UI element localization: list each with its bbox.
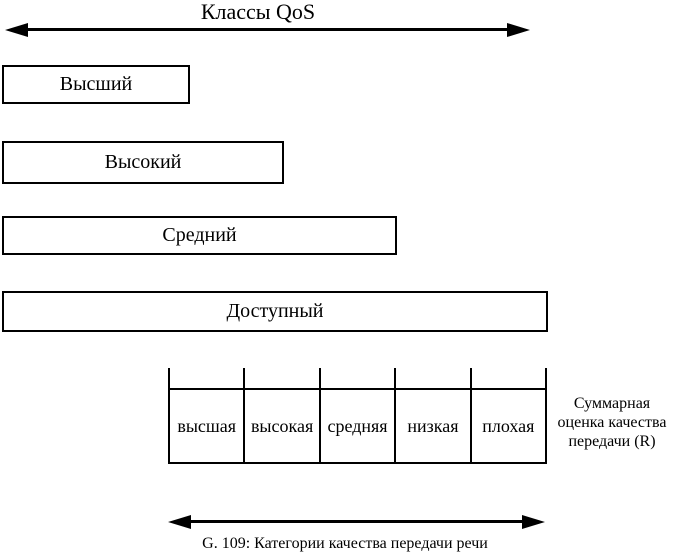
scale-tick: [168, 368, 170, 390]
qos-class-bar-highest: Высший: [2, 65, 190, 104]
quality-scale-cell: низкая: [394, 390, 469, 462]
qos-class-label: Высокий: [104, 151, 182, 173]
quality-scale-cell-label: высшая: [177, 415, 237, 436]
scale-tick: [545, 368, 547, 390]
scale-tick: [319, 368, 321, 390]
quality-scale-range-arrow: [168, 514, 545, 530]
quality-scale-cell: высшая: [170, 390, 243, 462]
quality-scale-cell-label: средняя: [327, 415, 388, 436]
qos-class-bar-medium: Средний: [2, 216, 397, 255]
qos-class-label: Высший: [59, 73, 133, 95]
quality-scale-cell-label: низкая: [407, 415, 459, 436]
quality-scale-cell: высокая: [243, 390, 318, 462]
scale-side-label-line: Суммарная: [573, 395, 651, 412]
right-arrowhead-icon: [522, 515, 545, 529]
scale-side-label: Суммарная оценка качества передачи (R): [550, 394, 674, 451]
arrow-line: [177, 520, 536, 523]
scale-tick: [470, 368, 472, 390]
right-arrowhead-icon: [507, 23, 530, 37]
quality-scale-cell: плохая: [469, 390, 545, 462]
arrow-line: [14, 28, 521, 31]
figure-caption: G. 109: Категории качества передачи речи: [202, 535, 488, 552]
scale-side-label-line: передачи (R): [568, 433, 656, 450]
qos-class-bar-high: Высокий: [2, 141, 284, 184]
quality-scale-cell-label: высокая: [250, 415, 314, 436]
scale-tick: [243, 368, 245, 390]
quality-scale-cell: средняя: [318, 390, 394, 462]
scale-side-label-line: оценка качества: [557, 414, 667, 431]
qos-class-label: Средний: [162, 224, 237, 246]
quality-scale-cell-label: плохая: [482, 415, 535, 436]
quality-scale-table: высшая высокая средняя низкая плохая: [168, 388, 547, 464]
qos-class-bar-acceptable: Доступный: [2, 291, 548, 332]
diagram-title: Классы QoS: [200, 0, 316, 24]
scale-tick: [394, 368, 396, 390]
qos-classes-range-arrow: [5, 22, 530, 38]
qos-class-label: Доступный: [226, 300, 324, 322]
